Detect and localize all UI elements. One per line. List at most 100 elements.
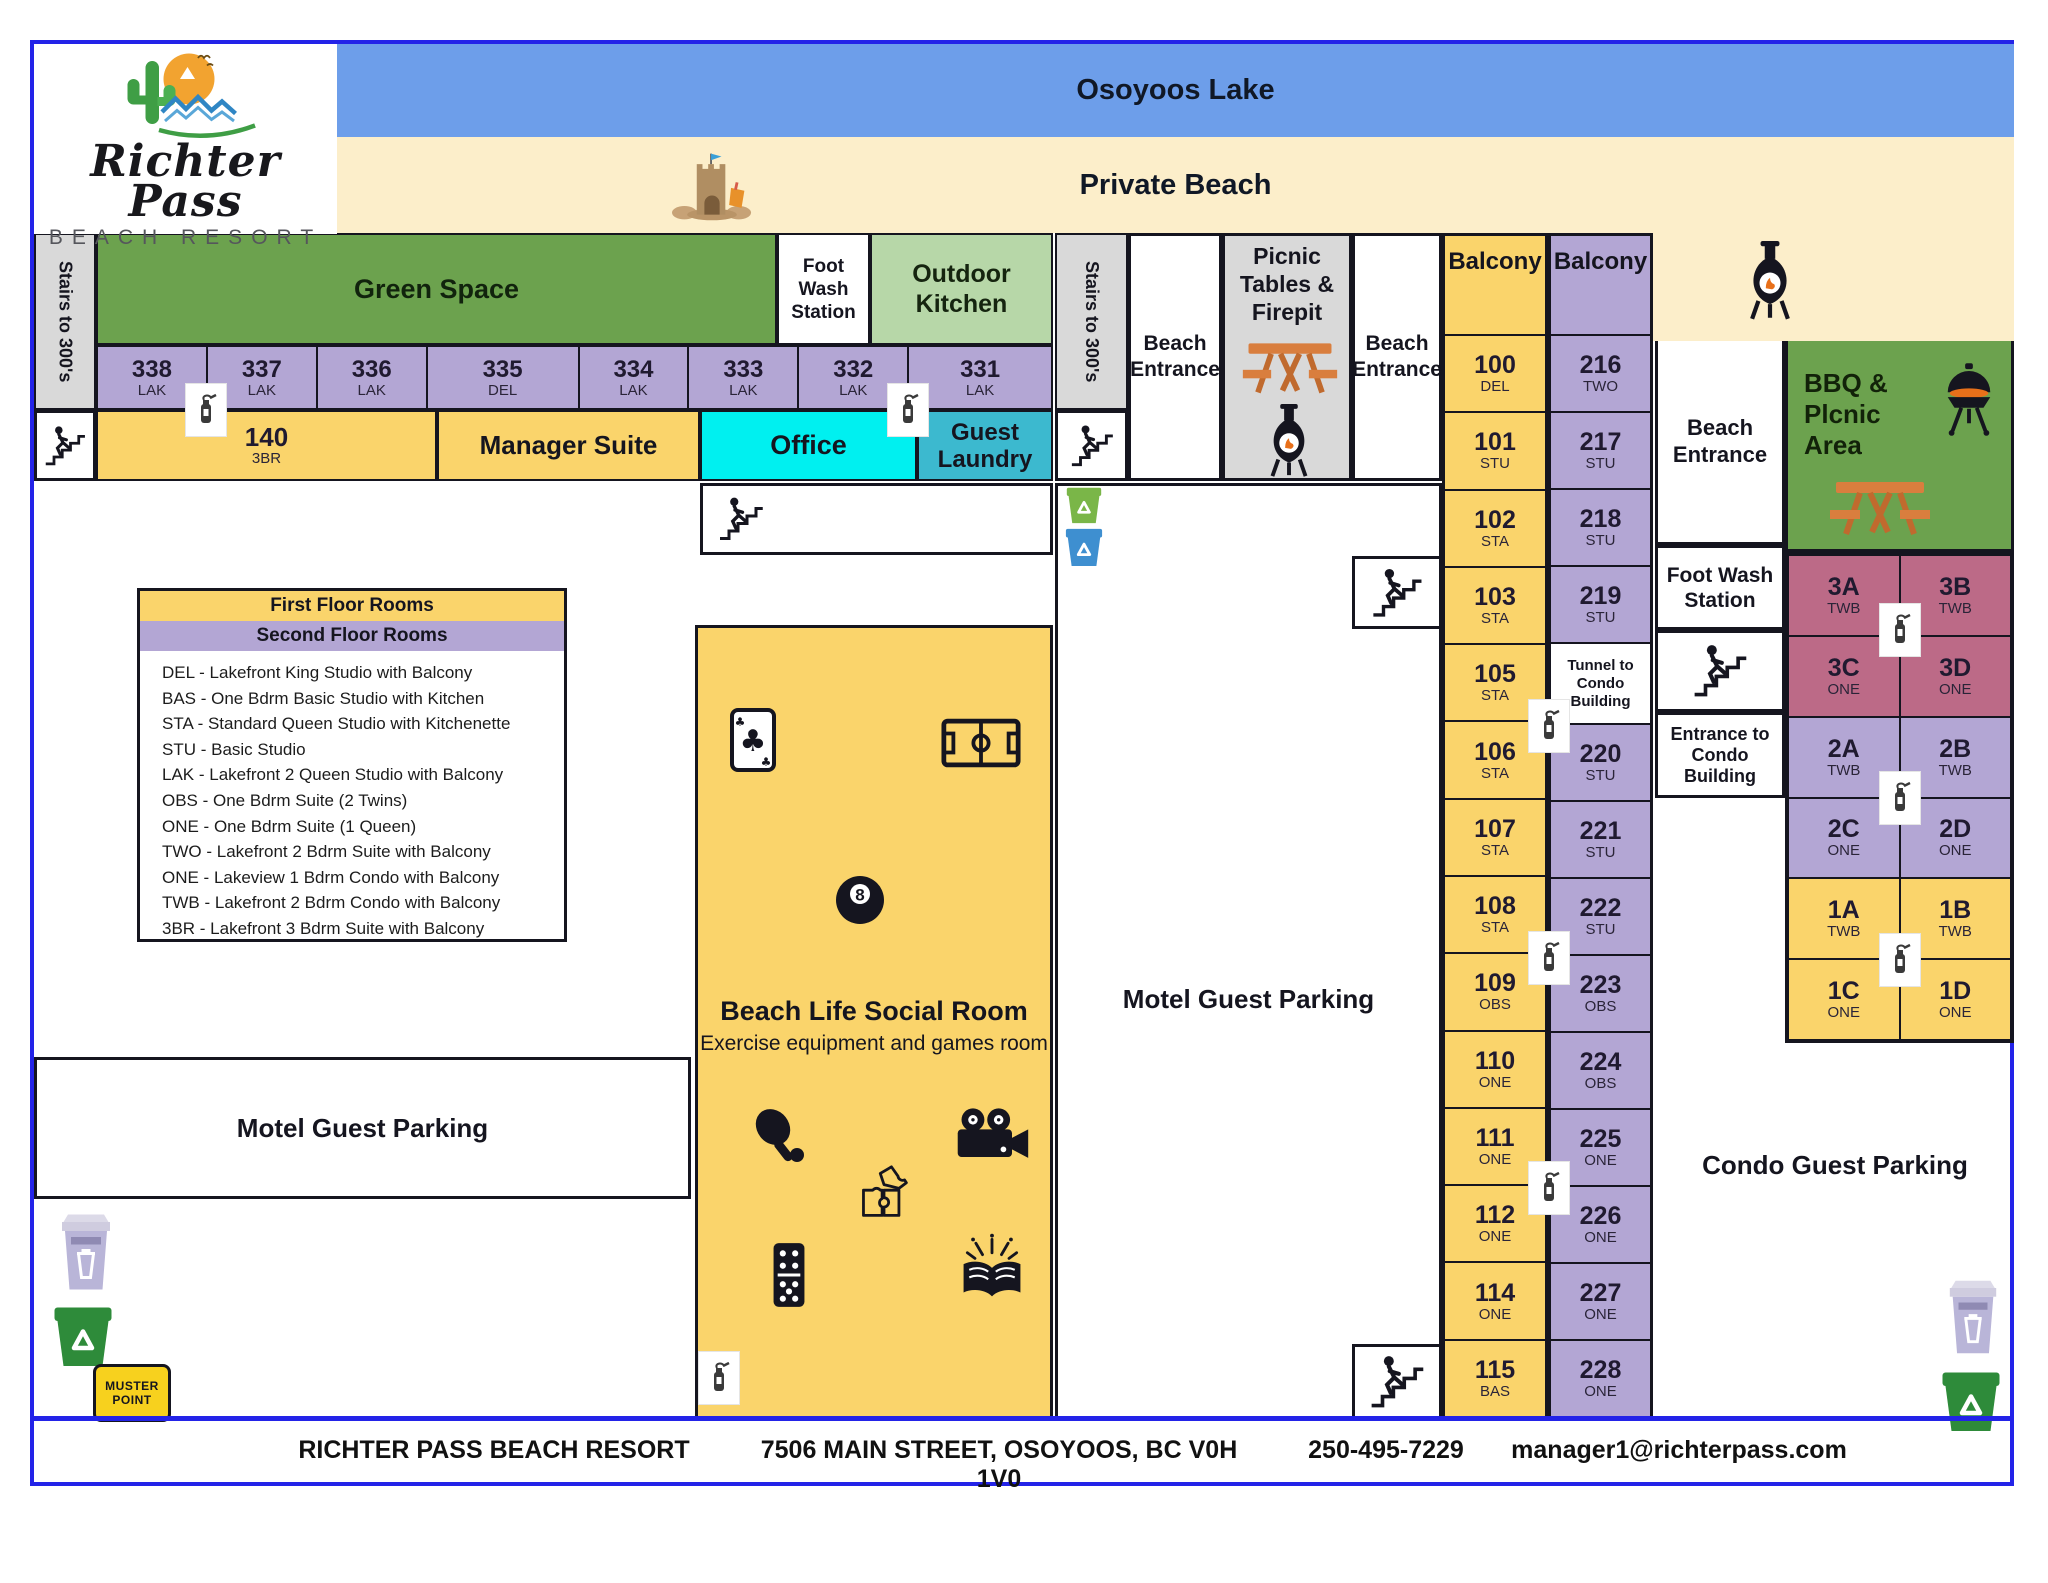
room-code: ONE xyxy=(1478,1228,1512,1246)
room-number: 109 xyxy=(1474,969,1516,998)
green-space-area: Green Space xyxy=(96,233,777,345)
room-number: 1A xyxy=(1827,896,1860,925)
resort-logo: Richter Pass BEACH RESORT xyxy=(34,44,337,249)
room-code: TWB xyxy=(1938,923,1972,941)
room-code: STA xyxy=(1480,687,1510,705)
room-number: 218 xyxy=(1579,505,1622,533)
room-number: 2D xyxy=(1939,815,1972,844)
room-code: ONE xyxy=(1827,842,1860,860)
room-number: 221 xyxy=(1579,817,1622,845)
room-code: OBS xyxy=(1479,996,1511,1014)
recycle-bin-green-icon xyxy=(1058,486,1110,524)
condo-guest-parking-label: Condo Guest Parking xyxy=(1702,1150,1968,1180)
room-code: ONE xyxy=(1584,1152,1617,1169)
room-code: ONE xyxy=(1478,1073,1512,1091)
stairs-box-parking-top xyxy=(1352,556,1442,629)
room-number: 333 xyxy=(723,355,764,383)
room-code: BAS xyxy=(1479,1382,1510,1400)
beach-entrance-right: Beach Entrance xyxy=(1655,337,1785,545)
room-code: ONE xyxy=(1827,680,1860,698)
room-number: 335 xyxy=(482,355,523,383)
room-code: LAK xyxy=(137,381,167,399)
stairs-300-left-label: Stairs to 300's xyxy=(55,260,76,383)
room-number: 115 xyxy=(1474,1355,1516,1384)
resort-name: Richter Pass xyxy=(90,136,281,227)
room-code: ONE xyxy=(1584,1383,1617,1400)
stairs-box-parking-bottom xyxy=(1352,1344,1442,1419)
room-number: 3C xyxy=(1827,653,1860,682)
fire-extinguisher-icon xyxy=(1529,700,1569,752)
room-code: ONE xyxy=(1584,1229,1617,1246)
room-number: 111 xyxy=(1475,1123,1515,1152)
room-number: 3A xyxy=(1827,572,1860,601)
room-code: LAK xyxy=(247,381,277,399)
room-number: 105 xyxy=(1474,660,1516,689)
room-code: TWB xyxy=(1938,761,1972,779)
room-number: 226 xyxy=(1579,1202,1622,1230)
room-code: LAK xyxy=(729,381,758,399)
fire-extinguisher-icon xyxy=(1880,604,1920,656)
room-number: 106 xyxy=(1474,737,1516,766)
room-number: 112 xyxy=(1474,1201,1516,1230)
room-code: LAK xyxy=(357,381,386,399)
room-number: 2A xyxy=(1827,734,1860,763)
room-number: 227 xyxy=(1579,1279,1622,1307)
room-number: 225 xyxy=(1579,1125,1622,1153)
room-code: ONE xyxy=(1584,1306,1617,1323)
eight-ball-icon xyxy=(834,874,886,926)
room-number: 228 xyxy=(1579,1356,1622,1384)
room-code: 3BR xyxy=(251,449,282,467)
tunnel-to-condo: Tunnel to Condo Building xyxy=(1551,642,1650,723)
domino-icon xyxy=(770,1240,808,1310)
room-number: 2B xyxy=(1939,734,1972,763)
motel-guest-parking-left: Motel Guest Parking xyxy=(34,1057,691,1199)
green-space-label: Green Space xyxy=(353,273,520,304)
room-code: STU xyxy=(1585,921,1616,938)
room-code: STU xyxy=(1585,609,1616,626)
book-icon xyxy=(956,1230,1028,1302)
room-code: TWB xyxy=(1938,599,1972,617)
room-code: STA xyxy=(1480,919,1510,937)
legend-item: ONE - One Bdrm Suite (1 Queen) xyxy=(162,816,417,836)
stairs-icon xyxy=(1370,566,1424,620)
outdoor-kitchen-area: Outdoor Kitchen xyxy=(870,233,1053,345)
legend-item: LAK - Lakefront 2 Queen Studio with Balc… xyxy=(162,765,504,785)
beach-right-extension xyxy=(1653,233,2014,341)
room-code: STA xyxy=(1480,532,1510,550)
stairs-icon xyxy=(717,495,765,543)
room-number: 1D xyxy=(1939,977,1972,1006)
puzzle-icon xyxy=(856,1162,912,1224)
stairs-box-top-left xyxy=(34,410,96,481)
room-code: OBS xyxy=(1584,998,1617,1015)
room-number: 224 xyxy=(1579,1048,1622,1076)
picnic-table-icon xyxy=(1241,334,1339,400)
room-number: 222 xyxy=(1579,894,1622,922)
room-code: STU xyxy=(1480,455,1510,473)
fire-extinguisher-icon xyxy=(1529,1162,1569,1214)
footer-phone: 250-495-7229 xyxy=(1308,1436,1464,1464)
footer-divider xyxy=(30,1416,2014,1421)
fire-extinguisher-icon xyxy=(1880,934,1920,986)
sandcastle-icon xyxy=(672,143,752,229)
picnic-tables-firepit-area: Picnic Tables & Firepit xyxy=(1222,233,1352,481)
garbage-bin-icon xyxy=(1944,1276,2002,1358)
legend-item: OBS - One Bdrm Suite (2 Twins) xyxy=(162,790,408,810)
room-code: STA xyxy=(1480,841,1510,859)
